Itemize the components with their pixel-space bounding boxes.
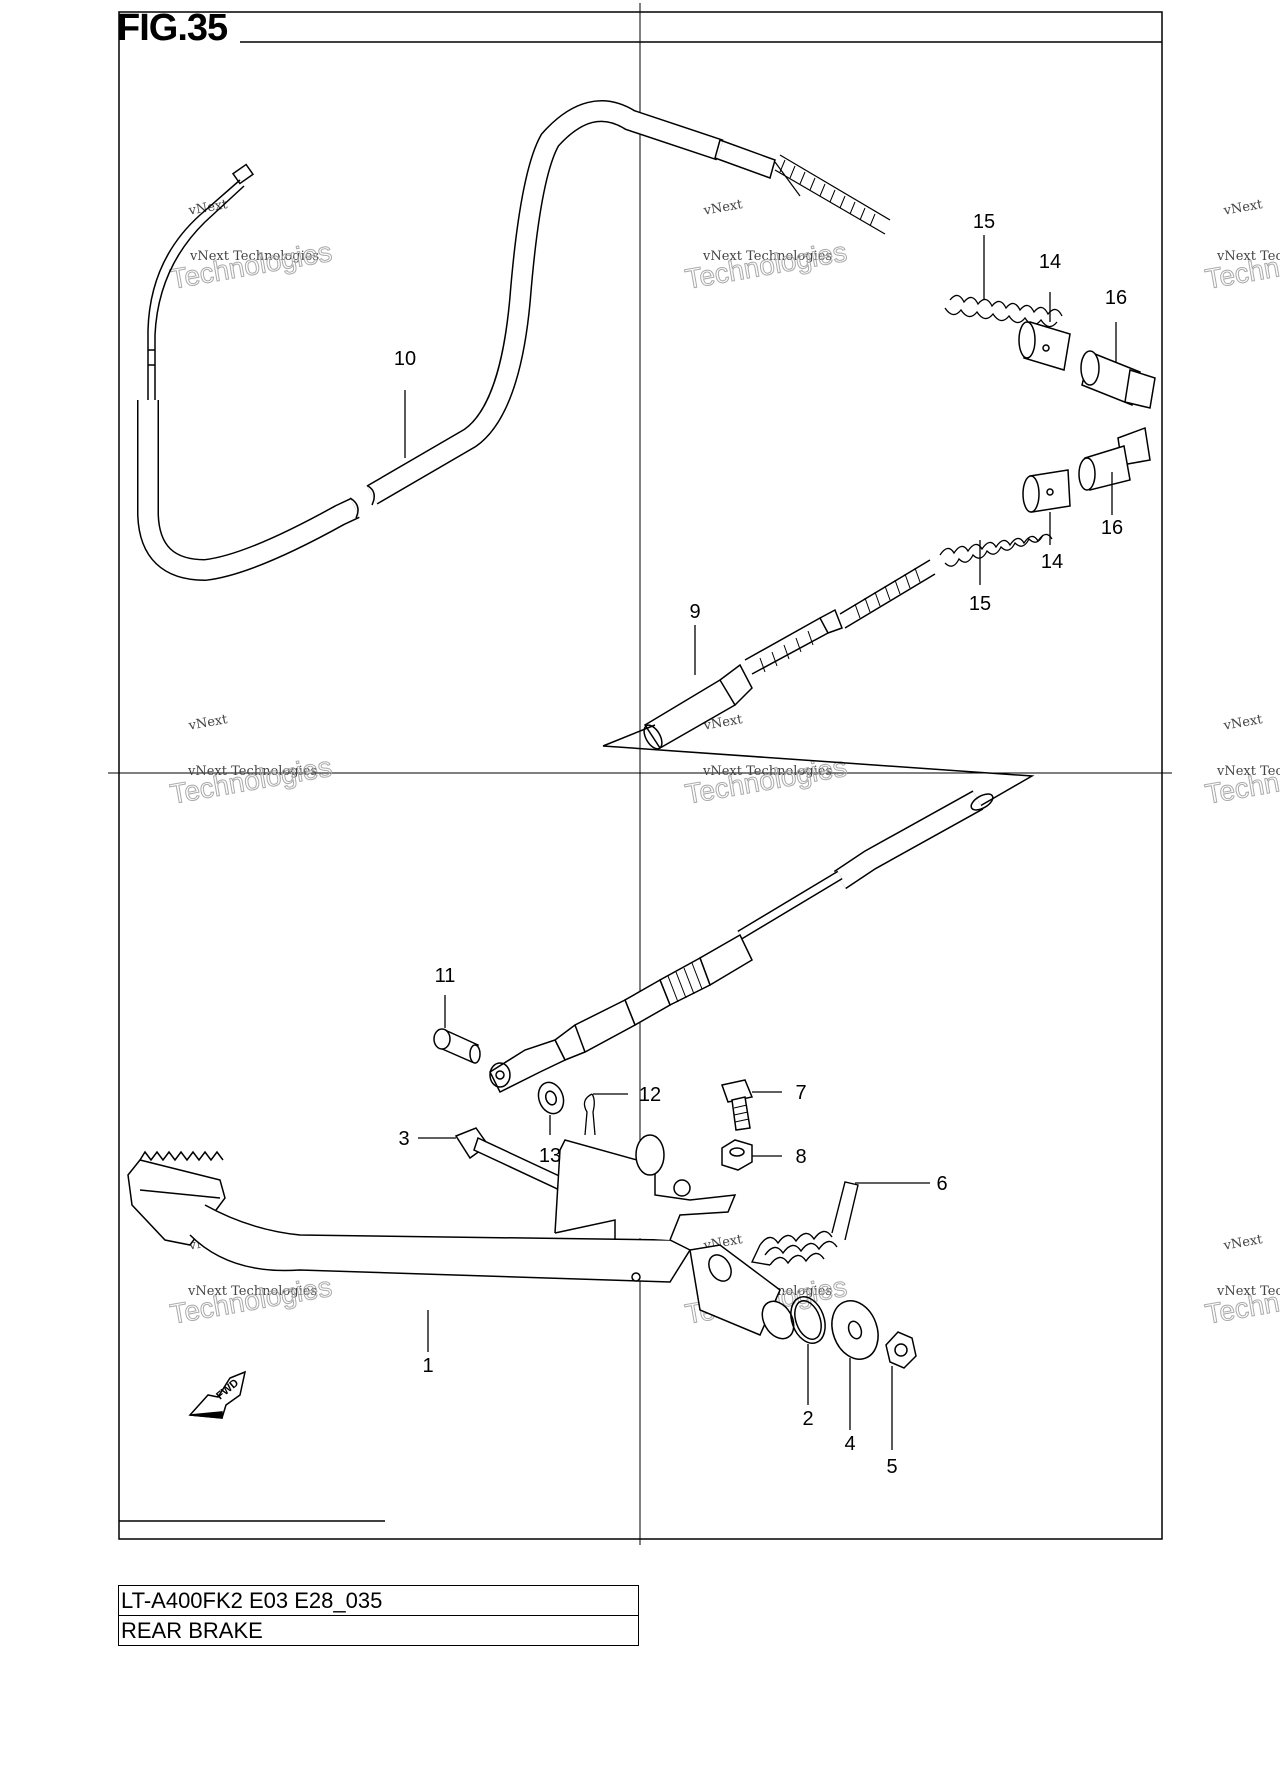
part-11-clevis-pin xyxy=(433,1028,481,1064)
callout-14-lower: 14 xyxy=(1041,551,1063,573)
callout-14-upper: 14 xyxy=(1039,251,1061,273)
svg-text:Technologies: Technologies xyxy=(168,1271,334,1330)
callout-6: 6 xyxy=(936,1173,947,1195)
diagram-info-table: LT-A400FK2 E03 E28_035 REAR BRAKE xyxy=(118,1585,639,1646)
callout-labels: 10 15 14 16 16 14 15 9 11 12 3 13 7 8 6 … xyxy=(394,211,1127,1478)
callout-3: 3 xyxy=(398,1128,409,1150)
part-15-spring-upper xyxy=(944,294,1063,328)
diagram-frame xyxy=(108,3,1172,1545)
svg-text:vNext: vNext xyxy=(1222,712,1265,734)
part-5-nut xyxy=(885,1331,917,1369)
svg-text:vNext: vNext xyxy=(1222,1232,1265,1254)
part-12-cotter-pin xyxy=(583,1093,596,1136)
part-6-return-spring xyxy=(750,1181,859,1266)
svg-text:vNext: vNext xyxy=(1222,197,1265,219)
callout-15-upper: 15 xyxy=(973,211,995,233)
part-8-nut xyxy=(721,1139,753,1171)
svg-text:Technologies: Technologies xyxy=(683,751,849,810)
part-16-pin-lower xyxy=(1078,426,1151,491)
part-10-brake-cable-upper xyxy=(137,100,891,582)
svg-text:Technologies: Technologies xyxy=(168,236,334,295)
part-14-joint-upper xyxy=(1018,321,1071,371)
callout-4: 4 xyxy=(844,1433,855,1455)
svg-text:vNext: vNext xyxy=(702,197,745,219)
svg-text:vNext: vNext xyxy=(187,712,230,734)
callout-16-upper: 16 xyxy=(1105,287,1127,309)
svg-text:vNext Technologies: vNext Technologies xyxy=(702,764,832,779)
svg-text:vNext Technologies: vNext Technologies xyxy=(702,249,832,264)
section-name: REAR BRAKE xyxy=(118,1615,639,1646)
svg-text:Technologies: Technologies xyxy=(1203,236,1280,295)
part-9-brake-cable-lower xyxy=(489,559,1035,1094)
svg-text:vNext Technologies: vNext Technologies xyxy=(189,249,319,264)
callout-9: 9 xyxy=(689,601,700,623)
svg-text:vNext Technologies: vNext Technologies xyxy=(187,764,317,779)
svg-text:Technologies: Technologies xyxy=(168,751,334,810)
callout-10: 10 xyxy=(394,348,416,370)
part-15-spring-lower xyxy=(939,533,1053,567)
part-4-washer xyxy=(831,1300,879,1360)
model-code: LT-A400FK2 E03 E28_035 xyxy=(118,1585,639,1616)
figure-title: FIG.35 xyxy=(117,7,228,49)
callout-15-lower: 15 xyxy=(969,593,991,615)
svg-text:vNext Technologies: vNext Technologies xyxy=(1216,764,1280,779)
part-1-brake-pedal xyxy=(127,1134,795,1340)
part-13-washer xyxy=(537,1081,565,1115)
callout-13: 13 xyxy=(539,1145,561,1167)
part-2-o-ring xyxy=(790,1296,826,1344)
part-7-bolt xyxy=(721,1079,754,1131)
callout-2: 2 xyxy=(802,1408,813,1430)
fwd-arrow-icon: FWD xyxy=(188,1370,247,1419)
svg-text:vNext Technologies: vNext Technologies xyxy=(1216,1284,1280,1299)
part-14-joint-lower xyxy=(1022,469,1071,513)
callout-12: 12 xyxy=(639,1084,661,1106)
callout-16-lower: 16 xyxy=(1101,517,1123,539)
callout-8: 8 xyxy=(795,1146,806,1168)
svg-text:Technologies: Technologies xyxy=(683,236,849,295)
svg-text:vNext Technologies: vNext Technologies xyxy=(187,1284,317,1299)
svg-text:vNext Technologies: vNext Technologies xyxy=(1216,249,1280,264)
svg-text:Technologies: Technologies xyxy=(1203,751,1280,810)
part-16-pin-upper xyxy=(1080,350,1156,409)
leader-lines xyxy=(404,235,1117,1450)
svg-text:Technologies: Technologies xyxy=(1203,1271,1280,1330)
callout-5: 5 xyxy=(886,1456,897,1478)
callout-11: 11 xyxy=(435,965,456,987)
callout-7: 7 xyxy=(795,1082,806,1104)
callout-1: 1 xyxy=(422,1355,433,1377)
